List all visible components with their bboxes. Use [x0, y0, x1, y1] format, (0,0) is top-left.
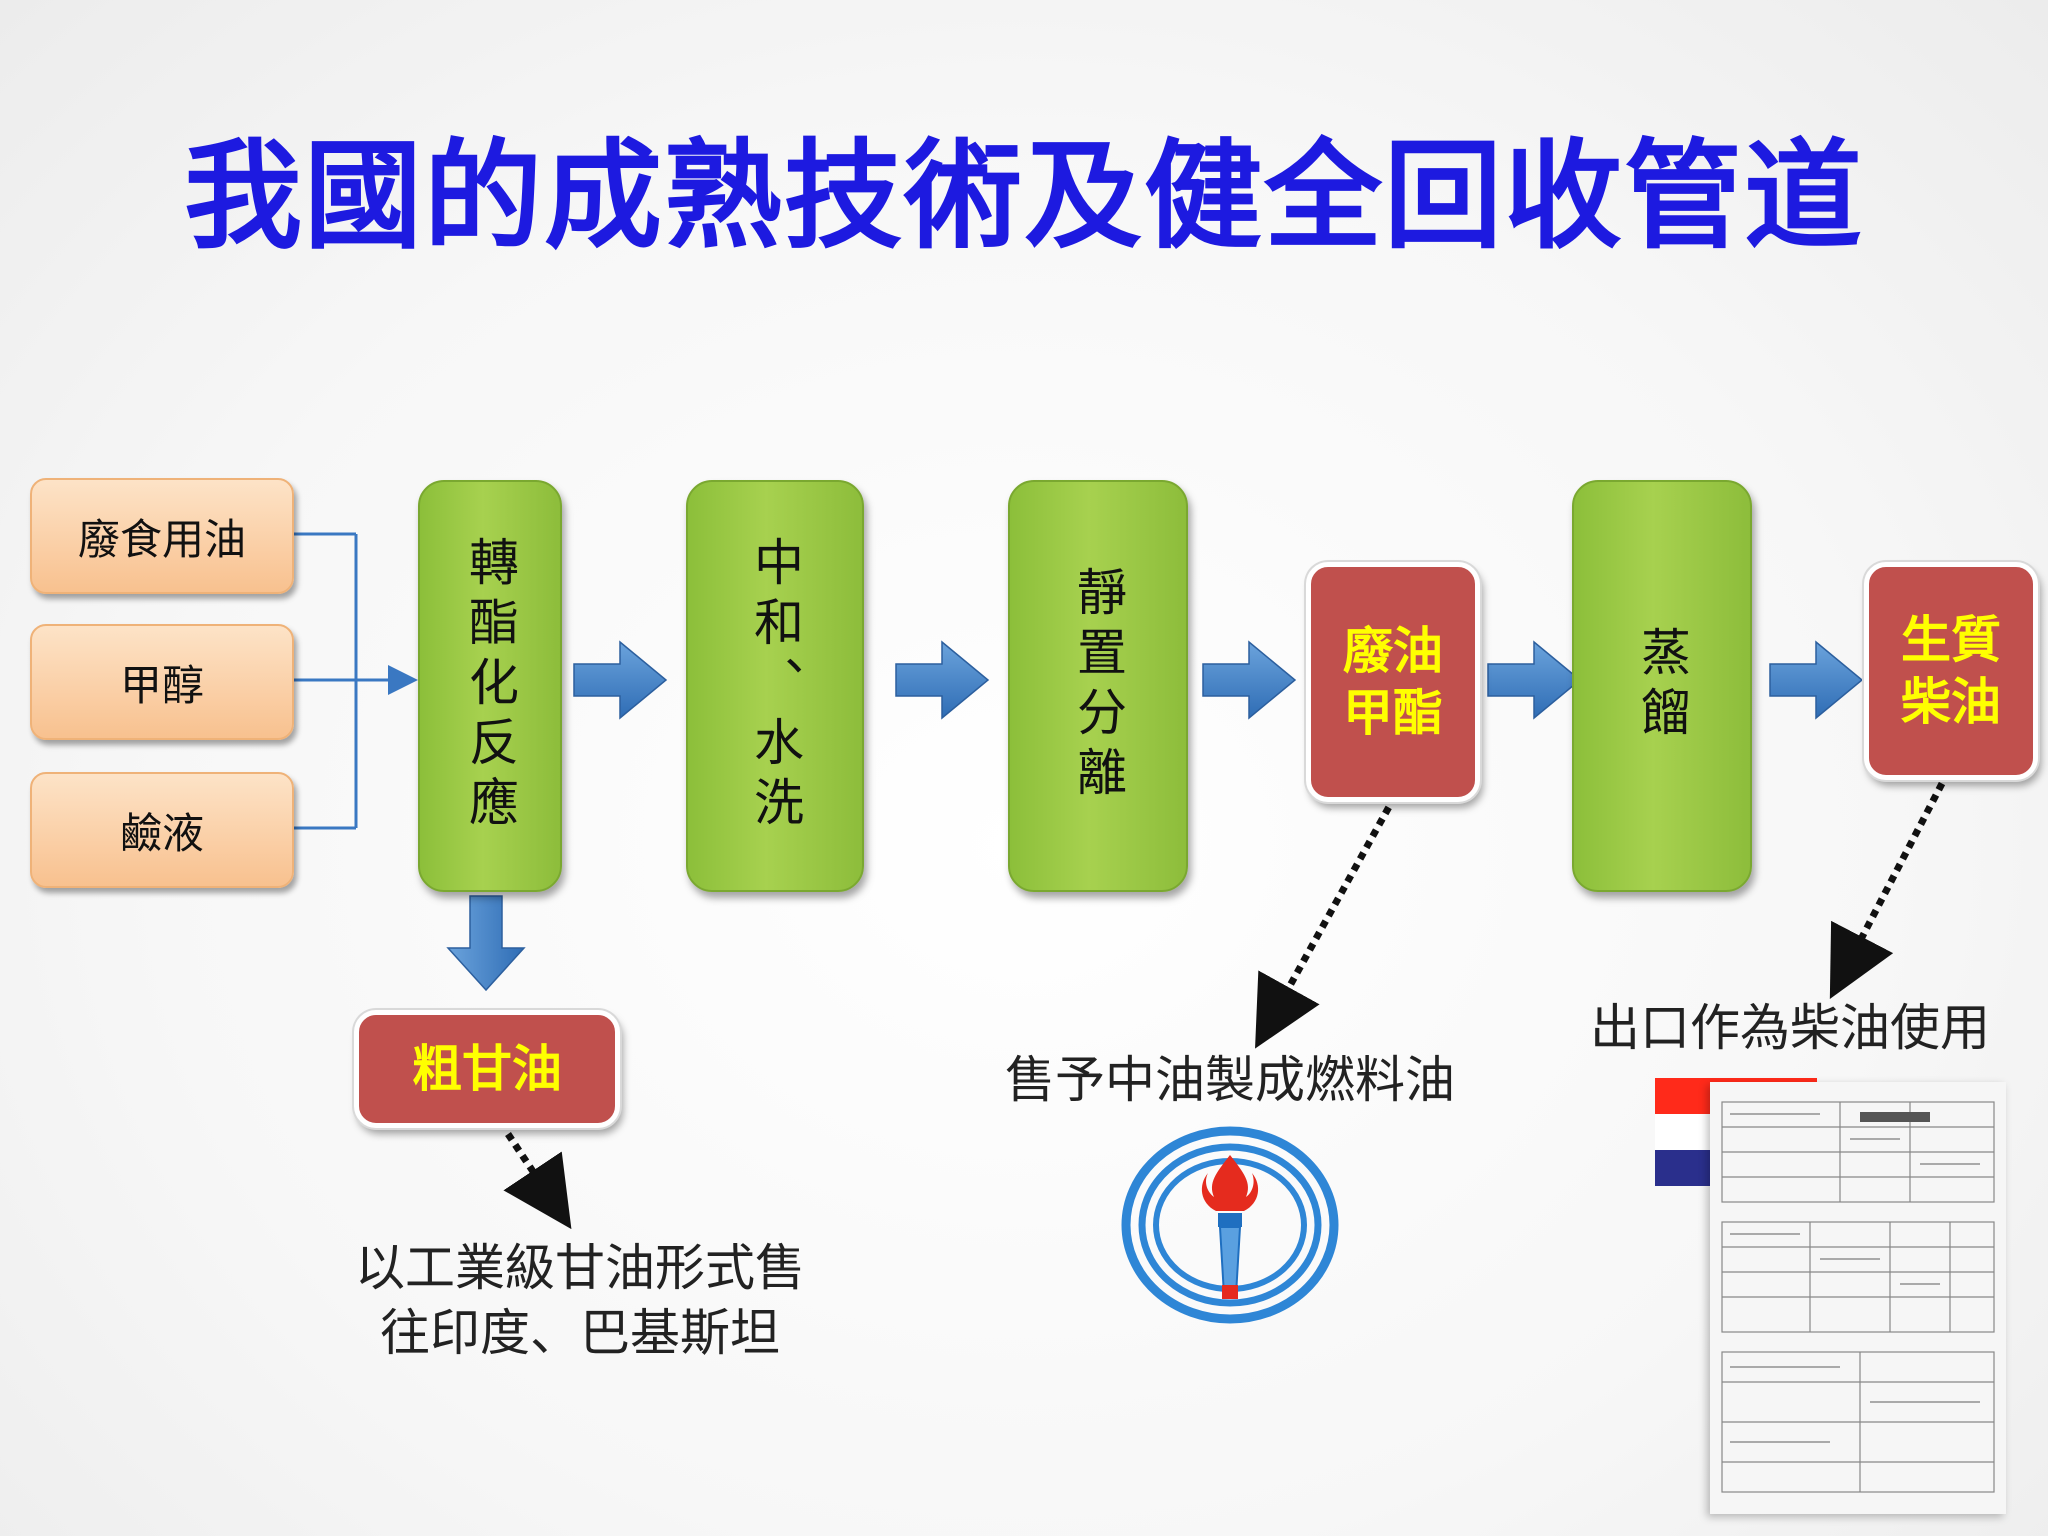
- input-waste-cooking-oil: 廢食用油: [30, 478, 294, 594]
- step-distillation: 蒸餾: [1572, 480, 1752, 892]
- dotted-pointer-cpc: [1255, 794, 1399, 1049]
- input-bracket-connector: [290, 532, 418, 830]
- page-title: 我國的成熟技術及健全回收管道: [183, 127, 1864, 265]
- step-distillation-label: 蒸餾: [1633, 626, 1691, 746]
- step-transesterification: 轉酯化反應: [418, 480, 562, 892]
- flow-arrow-5: [1769, 640, 1864, 720]
- step-settle-separate-label: 靜置分離: [1069, 566, 1127, 806]
- step-neutralize-wash-label: 中和、水洗: [746, 536, 804, 836]
- product-biodiesel: 生質 柴油: [1864, 562, 2038, 780]
- cpc-torch-logo-icon: [1121, 1126, 1339, 1324]
- export-document-image: [1710, 1082, 2006, 1514]
- caption-glycerol-export: 以工業級甘油形式售 往印度、巴基斯坦: [355, 1239, 805, 1362]
- flow-arrow-1: [573, 640, 668, 720]
- flow-arrow-2: [895, 640, 990, 720]
- dotted-pointer-export: [1829, 770, 1952, 1000]
- flow-arrow-4: [1487, 640, 1582, 720]
- step-settle-separate: 靜置分離: [1008, 480, 1188, 892]
- product-crude-glycerol: 粗甘油: [354, 1010, 620, 1128]
- input-alkali-solution: 鹼液: [30, 772, 294, 888]
- dotted-pointer-glycerol: [503, 1132, 572, 1230]
- caption-export-diesel: 出口作為柴油使用: [1590, 999, 1990, 1057]
- caption-cpc-fuel-oil: 售予中油製成燃料油: [1005, 1051, 1455, 1109]
- input-methanol: 甲醇: [30, 624, 294, 740]
- step-neutralize-wash: 中和、水洗: [686, 480, 864, 892]
- product-waste-oil-methyl-ester: 廢油 甲酯: [1306, 562, 1480, 802]
- flow-arrow-3: [1202, 640, 1297, 720]
- down-arrow-glycerol: [446, 895, 526, 992]
- step-transesterification-label: 轉酯化反應: [461, 536, 519, 836]
